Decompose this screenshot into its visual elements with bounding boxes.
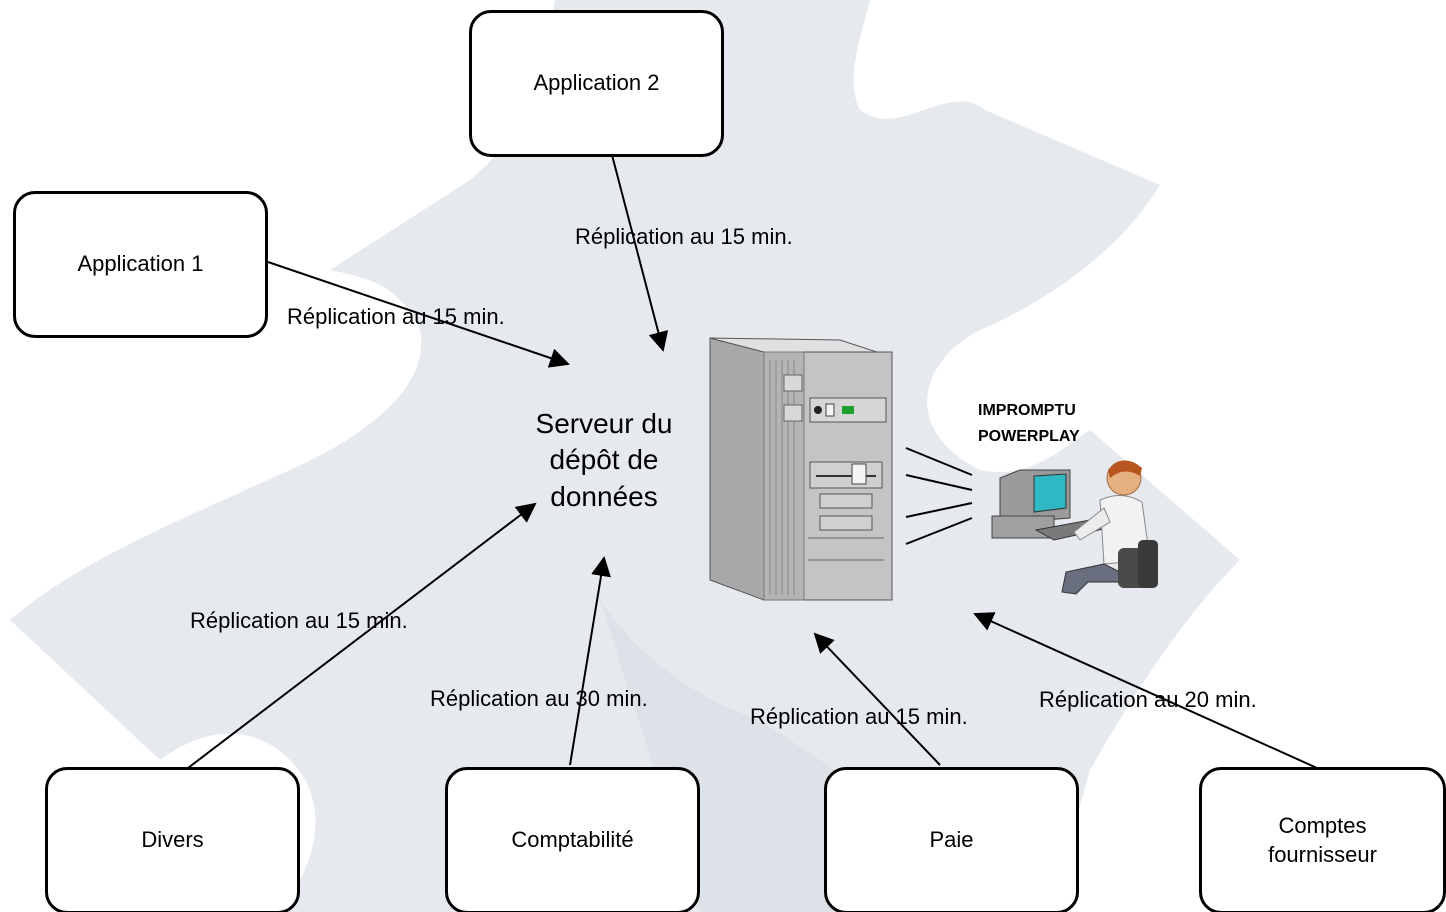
node-comptes-fournisseur: Comptes fournisseur [1199, 767, 1446, 912]
network-line [905, 474, 973, 491]
node-application-1: Application 1 [13, 191, 268, 338]
network-line [905, 517, 973, 545]
node-label-line1: Comptes [1278, 812, 1367, 838]
node-label: Application 1 [77, 251, 204, 277]
edge-label-divers: Réplication au 15 min. [190, 608, 408, 633]
tools-label-line2: POWERPLAY [978, 428, 1080, 446]
node-paie: Paie [824, 767, 1079, 912]
tools-label: IMPROMPTU POWERPLAY [978, 398, 1080, 451]
arrow-divers [187, 502, 537, 769]
edge-label-comptabilite: Réplication au 30 min. [430, 686, 648, 711]
node-application-2: Application 2 [469, 10, 724, 157]
edge-label-app2: Réplication au 15 min. [575, 224, 793, 249]
arrow-app2 [611, 154, 669, 352]
node-label: Application 2 [533, 70, 660, 96]
arrow-comptabilite [569, 556, 611, 766]
node-label: Divers [141, 827, 204, 853]
network-line [905, 502, 973, 518]
tools-label-line1: IMPROMPTU [978, 402, 1076, 419]
node-label-line2: fournisseur [1268, 841, 1377, 867]
server-title: Serveur du dépôt de données [509, 406, 699, 515]
node-divers: Divers [45, 767, 300, 912]
node-label: Paie [929, 827, 974, 853]
network-line [905, 447, 973, 476]
server-title-line1: Serveur du [535, 408, 673, 439]
server-title-line2: dépôt de [549, 444, 659, 476]
edge-label-app1: Réplication au 15 min. [287, 304, 505, 329]
node-comptabilite: Comptabilité [445, 767, 700, 912]
edge-label-paie: Réplication au 15 min. [750, 704, 968, 729]
arrow-paie [813, 632, 941, 766]
edge-label-comptes: Réplication au 20 min. [1039, 687, 1257, 712]
server-title-line3: données [550, 480, 658, 512]
arrow-comptes [973, 612, 1318, 769]
arrow-app1 [267, 261, 570, 368]
node-label: Comptabilité [511, 827, 634, 853]
